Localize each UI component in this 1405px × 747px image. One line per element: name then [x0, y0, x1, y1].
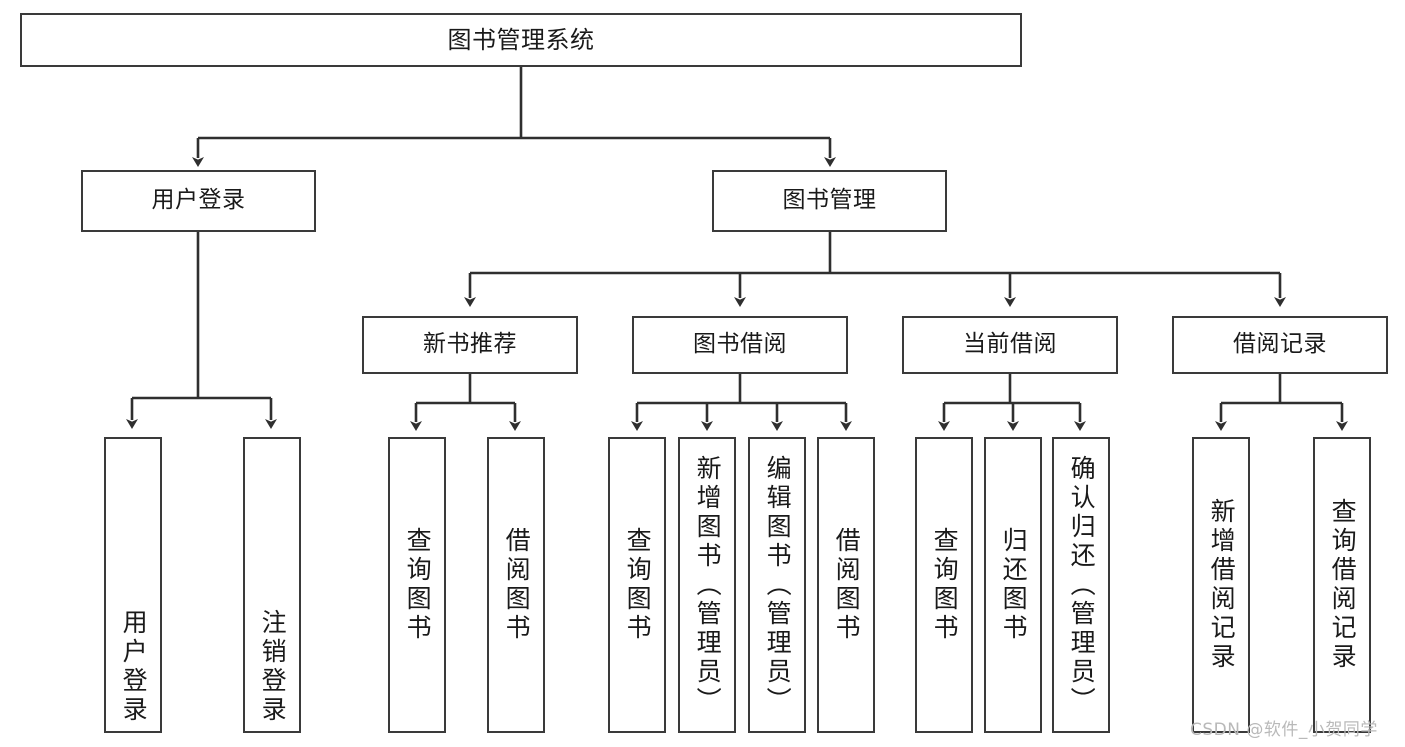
leaf-confirm-return-admin-label: 确认归还（管理员）	[1067, 454, 1097, 716]
node-book-borrow[interactable]: 图书借阅	[632, 316, 848, 374]
leaf-borrow-book[interactable]: 借阅图书	[817, 437, 875, 733]
node-borrow-records[interactable]: 借阅记录	[1172, 316, 1388, 374]
node-user-login[interactable]: 用户登录	[81, 170, 316, 232]
leaf-query-book-recommend[interactable]: 查询图书	[388, 437, 446, 733]
leaf-query-borrow-record-label: 查询借阅记录	[1328, 498, 1358, 672]
leaf-add-book-admin-label: 新增图书（管理员）	[693, 454, 723, 716]
leaf-query-book-borrow-label: 查询图书	[623, 527, 653, 643]
leaf-add-borrow-record-label: 新增借阅记录	[1207, 498, 1237, 672]
leaf-add-book-admin[interactable]: 新增图书（管理员）	[678, 437, 736, 733]
node-user-login-label: 用户登录	[151, 187, 246, 214]
node-root[interactable]: 图书管理系统	[20, 13, 1022, 67]
leaf-query-book-current-label: 查询图书	[930, 527, 960, 643]
node-root-label: 图书管理系统	[447, 25, 595, 54]
leaf-logout[interactable]: 注销登录	[243, 437, 301, 733]
node-new-book-recommend-label: 新书推荐	[423, 331, 517, 358]
leaf-query-borrow-record[interactable]: 查询借阅记录	[1313, 437, 1371, 733]
node-current-borrow-label: 当前借阅	[963, 331, 1057, 358]
leaf-return-book-label: 归还图书	[999, 527, 1029, 643]
node-current-borrow[interactable]: 当前借阅	[902, 316, 1118, 374]
leaf-confirm-return-admin[interactable]: 确认归还（管理员）	[1052, 437, 1110, 733]
node-new-book-recommend[interactable]: 新书推荐	[362, 316, 578, 374]
node-book-management-label: 图书管理	[782, 187, 877, 214]
leaf-add-borrow-record[interactable]: 新增借阅记录	[1192, 437, 1250, 733]
node-book-management[interactable]: 图书管理	[712, 170, 947, 232]
leaf-edit-book-admin-label: 编辑图书（管理员）	[763, 454, 793, 716]
leaf-user-login[interactable]: 用户登录	[104, 437, 162, 733]
leaf-user-login-label: 用户登录	[119, 609, 149, 725]
node-borrow-records-label: 借阅记录	[1233, 331, 1327, 358]
leaf-query-book-current[interactable]: 查询图书	[915, 437, 973, 733]
csdn-watermark: CSDN @软件_小贺同学	[1190, 720, 1378, 740]
leaf-query-book-recommend-label: 查询图书	[403, 527, 433, 643]
leaf-borrow-book-recommend-label: 借阅图书	[502, 527, 532, 643]
leaf-return-book[interactable]: 归还图书	[984, 437, 1042, 733]
leaf-borrow-book-recommend[interactable]: 借阅图书	[487, 437, 545, 733]
leaf-logout-label: 注销登录	[258, 609, 288, 725]
leaf-edit-book-admin[interactable]: 编辑图书（管理员）	[748, 437, 806, 733]
leaf-query-book-borrow[interactable]: 查询图书	[608, 437, 666, 733]
leaf-borrow-book-label: 借阅图书	[832, 527, 862, 643]
node-book-borrow-label: 图书借阅	[693, 331, 787, 358]
